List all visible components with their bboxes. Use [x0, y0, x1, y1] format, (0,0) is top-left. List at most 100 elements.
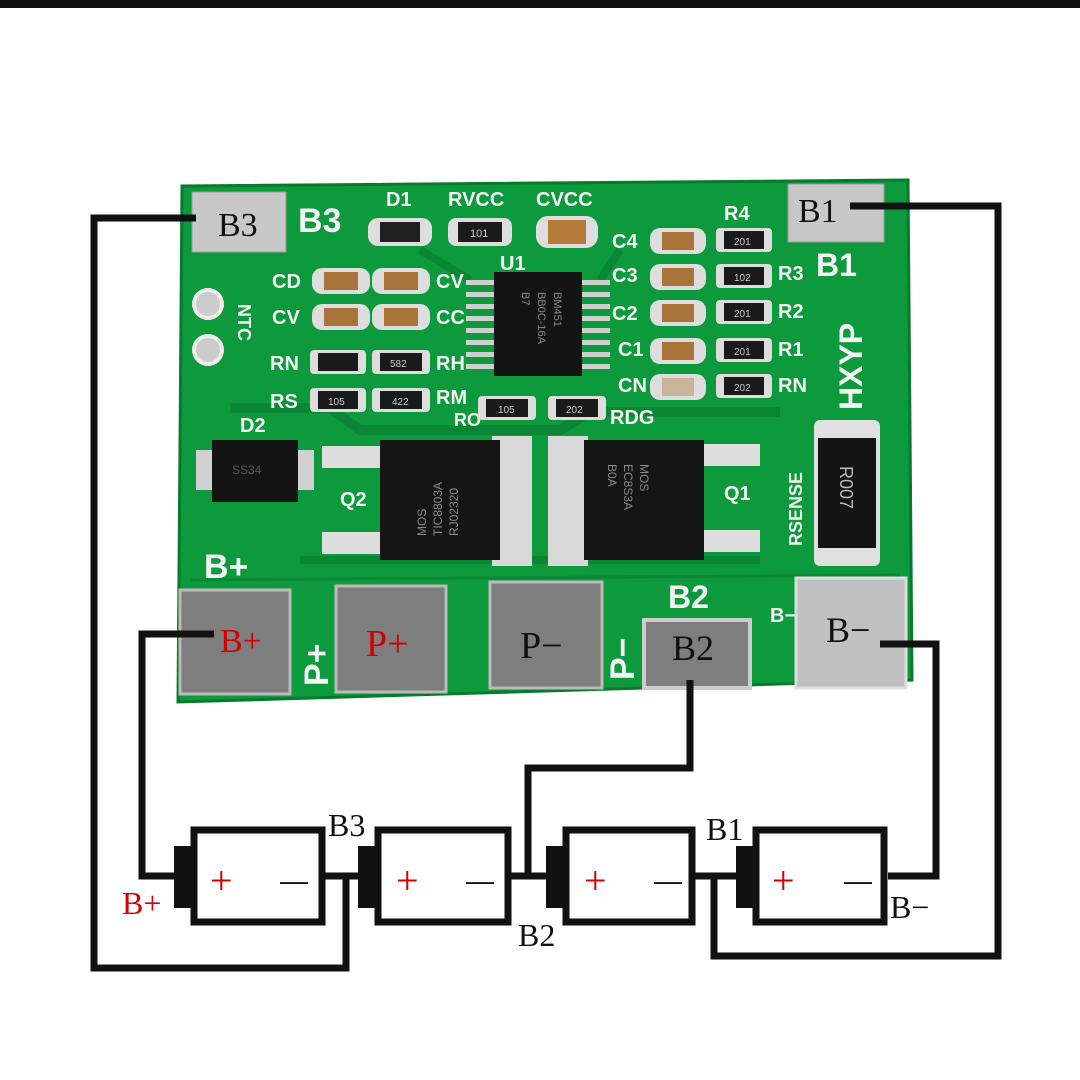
label-b2-node: B2: [518, 917, 555, 953]
silk-b3: B3: [298, 202, 341, 240]
silk-rvcc: RVCC: [448, 189, 504, 211]
pad-label-b1: B1: [798, 193, 838, 230]
svg-text:RJ02320: RJ02320: [447, 488, 461, 536]
svg-text:—: —: [654, 865, 682, 896]
svg-text:+: +: [772, 858, 795, 903]
pad-label-b3: B3: [218, 207, 258, 244]
silk-d2: D2: [240, 415, 266, 437]
silk-cc: CC: [436, 307, 465, 329]
wire-b2: [524, 680, 694, 876]
silk-rn-right: RN: [778, 375, 807, 397]
q1-mosfet: MOS EC8S3A B0A: [548, 436, 760, 566]
silk-b1: B1: [816, 247, 857, 283]
pad-label-bplus: B+: [220, 623, 262, 660]
left-resistors: 582 105 422 105 202: [310, 350, 606, 420]
svg-text:MOS: MOS: [637, 464, 651, 491]
svg-text:SS34: SS34: [232, 463, 262, 477]
silk-pplus: P+: [298, 643, 336, 686]
svg-text:202: 202: [734, 383, 751, 394]
svg-text:422: 422: [392, 397, 409, 408]
svg-text:582: 582: [390, 359, 407, 370]
svg-text:BB0C-16A: BB0C-16A: [535, 292, 547, 345]
battery-cell-1: + —: [174, 826, 326, 926]
right-capacitors: [650, 228, 706, 400]
svg-text:EC8S3A: EC8S3A: [621, 464, 635, 510]
pad-pminus: [488, 580, 604, 690]
wires: [90, 202, 1002, 972]
silk-c2: C2: [612, 303, 638, 325]
svg-text:201: 201: [734, 237, 751, 248]
silk-cd: CD: [272, 271, 301, 293]
ntc-pad-1: [192, 288, 224, 320]
svg-text:—: —: [844, 865, 872, 896]
silk-cn: CN: [618, 375, 647, 397]
silk-ntc: NTC: [234, 304, 254, 341]
u1-chip: BM451 BB0C-16A B7: [466, 272, 610, 376]
silk-rdg: RDG: [610, 407, 654, 429]
left-capacitors: [312, 268, 430, 330]
svg-text:MOS: MOS: [415, 509, 429, 536]
right-resistors: 201 102 201 201 202: [716, 228, 772, 398]
silk-r1: R1: [778, 339, 804, 361]
wire-bplus: [138, 630, 214, 880]
pad-label-bminus: B−: [826, 610, 870, 650]
silk-b2: B2: [668, 579, 709, 615]
silk-rm: RM: [436, 387, 467, 409]
bottom-pads: [178, 576, 908, 696]
silk-r3: R3: [778, 263, 804, 285]
rsense-resistor: R007: [814, 420, 880, 566]
silk-c1: C1: [618, 339, 644, 361]
silk-c4: C4: [612, 231, 638, 253]
silk-cv-mid: CV: [436, 271, 464, 293]
silk-r2: R2: [778, 301, 804, 323]
svg-text:TIC8803A: TIC8803A: [431, 482, 445, 536]
silk-d1: D1: [386, 189, 412, 211]
silk-cv-left: CV: [272, 307, 300, 329]
svg-text:105: 105: [328, 397, 345, 408]
svg-text:102: 102: [734, 273, 751, 284]
ntc-pad-2: [192, 334, 224, 366]
silk-rs: RS: [270, 391, 298, 413]
label-b3-node: B3: [328, 807, 365, 843]
silk-q1: Q1: [724, 483, 751, 505]
silk-u1: U1: [500, 253, 526, 275]
pad-b3-top: [191, 191, 287, 253]
silk-c3: C3: [612, 265, 638, 287]
pad-pplus: [334, 584, 448, 694]
svg-text:R007: R007: [836, 466, 856, 509]
silk-rh: RH: [436, 353, 465, 375]
svg-text:201: 201: [734, 347, 751, 358]
svg-text:105: 105: [498, 405, 515, 416]
pad-bplus: [178, 588, 292, 696]
silk-q2: Q2: [340, 489, 367, 511]
pad-b1-top: [787, 183, 885, 243]
q2-mosfet: MOS TIC8803A RJ02320: [322, 436, 532, 566]
label-bplus: B+: [122, 885, 161, 921]
svg-text:B7: B7: [519, 292, 531, 305]
wire-bminus: [880, 640, 940, 880]
svg-text:202: 202: [566, 405, 583, 416]
svg-text:+: +: [584, 858, 607, 903]
top-bar: [0, 0, 1080, 8]
battery-cell-2: + —: [358, 826, 512, 926]
pad-b2: [642, 618, 752, 690]
pad-label-pminus: P−: [520, 625, 563, 667]
svg-text:+: +: [210, 858, 233, 903]
silk-bplus: B+: [204, 548, 248, 586]
svg-text:101: 101: [470, 228, 488, 240]
silk-cvcc: CVCC: [536, 189, 593, 211]
battery-cell-3: + —: [546, 826, 696, 926]
silk-bminus: B−: [770, 605, 796, 627]
label-b1-node: B1: [706, 811, 743, 847]
pad-bminus: [794, 576, 908, 690]
svg-text:B0A: B0A: [605, 464, 619, 487]
svg-text:+: +: [396, 858, 419, 903]
silk-pminus: P−: [604, 637, 642, 680]
silk-rsense: RSENSE: [786, 472, 806, 546]
battery-cell-4: + —: [736, 826, 888, 926]
svg-text:—: —: [280, 865, 308, 896]
svg-text:201: 201: [734, 309, 751, 320]
svg-text:—: —: [466, 865, 494, 896]
pad-label-pplus: P+: [366, 623, 409, 665]
svg-text:BM451: BM451: [551, 292, 563, 327]
